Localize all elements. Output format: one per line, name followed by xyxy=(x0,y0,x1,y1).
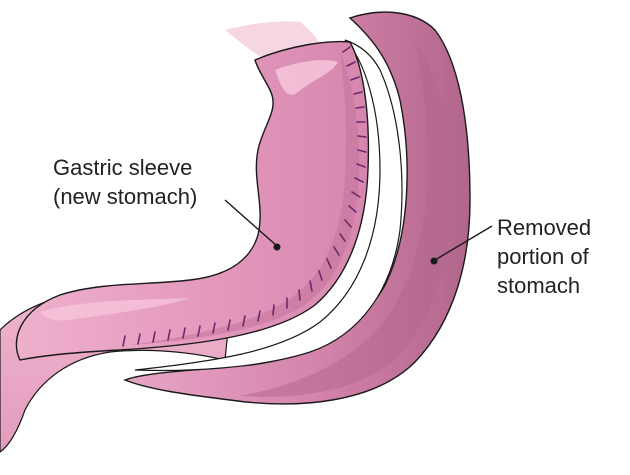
sleeve-highlight xyxy=(275,60,338,95)
removed-portion-label-line3: stomach xyxy=(497,273,581,298)
gastric-sleeve-label: Gastric sleeve (new stomach) xyxy=(53,153,197,211)
staple-line-gap xyxy=(134,39,403,372)
gastric-sleeve-label-line1: Gastric sleeve xyxy=(53,155,193,180)
gastric-sleeve-shape xyxy=(15,40,370,361)
removed-portion-shape xyxy=(123,11,471,405)
removed-portion-label: Removed portion of stomach xyxy=(497,213,591,300)
gastric-sleeve-label-line2: (new stomach) xyxy=(53,184,198,209)
sleeve-highlight-lower xyxy=(40,298,190,321)
sleeve-leader xyxy=(224,199,281,251)
removed-leader xyxy=(430,225,493,265)
removed-portion-label-line2: portion of xyxy=(497,244,589,269)
removed-portion-shadow xyxy=(240,40,451,397)
staple-line xyxy=(122,46,367,347)
removed-portion-label-line1: Removed xyxy=(497,215,592,240)
